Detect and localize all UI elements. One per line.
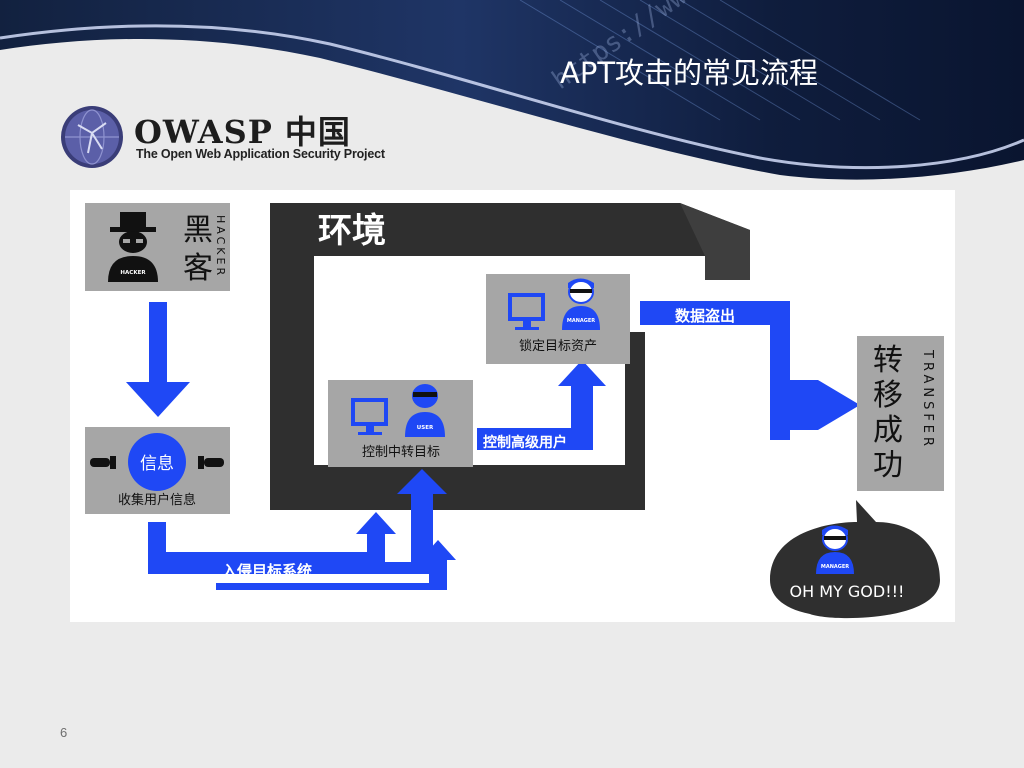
transfer-cn-4: 功	[873, 448, 903, 483]
logo-tagline: The Open Web Application Security Projec…	[136, 147, 385, 161]
header-banner: https://www	[0, 0, 1024, 180]
transfer-box: 转 移 成 功 TRANSFER	[857, 336, 944, 491]
arrow-intrusion	[148, 469, 456, 590]
transfer-cn-1: 转	[873, 343, 903, 378]
hacker-box: HACKER 黑 客 HACKER	[85, 203, 230, 291]
info-caption: 收集用户信息	[118, 492, 196, 508]
exfil-label: 数据盗出	[675, 307, 735, 325]
arrow-escalate	[477, 360, 606, 450]
user-icon: USER	[405, 384, 445, 437]
monitor-icon	[351, 398, 388, 435]
arrow-hacker-to-info	[126, 302, 190, 417]
transfer-cn-2: 移	[873, 378, 903, 413]
hand-right-icon	[198, 456, 224, 469]
lock-asset-caption: 锁定目标资产	[519, 338, 597, 354]
user-badge: USER	[417, 425, 434, 431]
owasp-globe-icon	[61, 106, 123, 168]
manager-icon: MANAGER	[562, 278, 600, 330]
hand-left-icon	[90, 456, 116, 469]
control-transit-caption: 控制中转目标	[362, 445, 440, 460]
environment-label: 环境	[318, 211, 386, 251]
intrusion-label: 入侵目标系统	[222, 562, 312, 580]
info-circle-label: 信息	[140, 454, 174, 474]
speech-bubble: MANAGER OH MY GOD!!!	[770, 500, 940, 619]
escalate-label: 控制高级用户	[483, 434, 567, 451]
monitor-icon-2	[508, 293, 545, 330]
slide-title: APT攻击的常见流程	[560, 56, 819, 90]
bubble-badge: MANAGER	[821, 564, 849, 570]
manager-badge: MANAGER	[567, 318, 595, 324]
hacker-icon: HACKER	[108, 212, 158, 282]
manager-icon-2: MANAGER	[816, 525, 854, 574]
control-transit-box: USER 控制中转目标	[328, 380, 473, 467]
transfer-en-label: TRANSFER	[920, 349, 935, 450]
logo-name: OWASP 中国	[134, 113, 351, 151]
transfer-cn-3: 成	[873, 413, 903, 448]
owasp-logo: OWASP 中国 The Open Web Application Securi…	[58, 103, 388, 173]
lock-asset-box: MANAGER 锁定目标资产	[486, 274, 630, 364]
apt-flow-diagram: 环境 入侵目标系统 控制高级用户 数据盗出 HACKER	[70, 190, 955, 622]
hacker-cn-label: 黑	[183, 213, 213, 248]
hacker-cn-label-2: 客	[183, 251, 213, 286]
page-number: 6	[60, 725, 68, 740]
info-circle	[128, 433, 186, 491]
hacker-en-label: HACKER	[214, 215, 227, 278]
environment-frame	[270, 203, 750, 510]
hacker-badge: HACKER	[120, 270, 146, 276]
info-box: 信息 收集用户信息	[85, 427, 230, 514]
arrow-exfil	[640, 301, 860, 440]
bubble-text: OH MY GOD!!!	[790, 582, 905, 601]
